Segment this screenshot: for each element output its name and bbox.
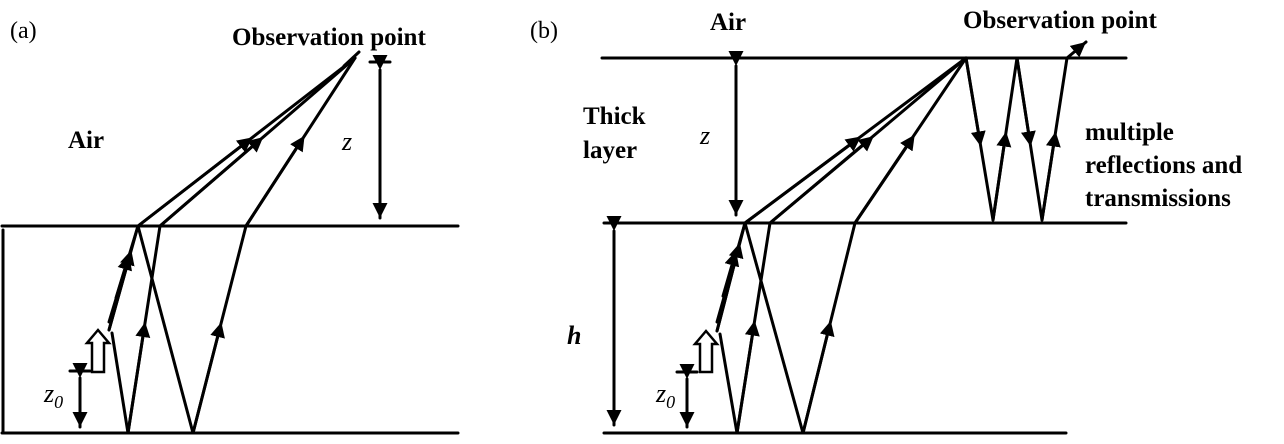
panel-b-observation-label: Observation point <box>963 7 1157 34</box>
panel-a-ray-direct <box>107 56 357 332</box>
panel-b-note-line3: transmissions <box>1085 185 1231 212</box>
panel-b-layer-label: layer <box>583 137 637 164</box>
panel-a-z-label: z <box>341 127 352 156</box>
panel-b-ray-direct <box>715 56 968 333</box>
panel-a-tag: (a) <box>10 18 37 44</box>
panel-b: (b) Air Observation point Thick layer mu… <box>530 7 1242 435</box>
panel-a-air-label: Air <box>68 127 104 154</box>
panel-b-h-label: h <box>567 321 581 350</box>
panel-b-z0-label: z0 <box>655 379 675 412</box>
panel-b-note-line2: reflections and <box>1085 152 1242 179</box>
panel-b-tag: (b) <box>530 18 558 44</box>
panel-a-z0-label: z0 <box>43 379 63 412</box>
panel-b-transmitted-ray <box>1065 40 1088 60</box>
panel-b-source-arrow <box>692 329 720 374</box>
panel-a: (a) Observation point Air z z0 <box>0 18 460 435</box>
panel-b-note-line1: multiple <box>1085 119 1174 146</box>
panel-a-ray-multiple-reflect <box>107 56 357 435</box>
panel-b-multiple-reflections <box>964 56 1069 222</box>
panel-b-air-label: Air <box>710 9 746 36</box>
panel-a-observation-label: Observation point <box>232 24 426 51</box>
panel-b-z-label: z <box>699 121 710 150</box>
panel-a-source-arrow <box>84 328 112 374</box>
panel-b-thick-label: Thick <box>583 103 646 130</box>
panel-b-ray-multiple-reflect <box>715 56 968 435</box>
